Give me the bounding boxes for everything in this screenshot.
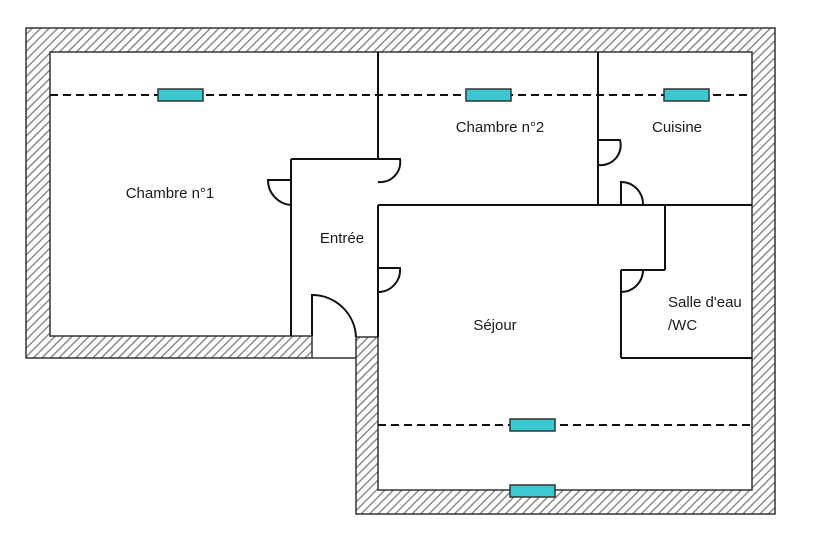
window-sejour-2: [509, 484, 556, 498]
door-cuisine: [597, 139, 622, 167]
door-sejour-entree: [377, 267, 402, 294]
door-cuisine-sejour: [620, 180, 645, 206]
dashed-lines: [50, 94, 752, 426]
label-salle-line2: /WC: [668, 317, 697, 334]
label-chambre1: Chambre n°1: [126, 185, 215, 202]
label-salle-line1: Salle d'eau: [668, 294, 742, 311]
door-chambre1: [266, 179, 292, 206]
door-entree: [311, 293, 357, 338]
label-entree: Entrée: [320, 230, 364, 247]
label-chambre2: Chambre n°2: [456, 119, 545, 136]
window-sejour-1: [509, 418, 556, 432]
window-chambre2: [465, 88, 512, 102]
window-cuisine: [663, 88, 710, 102]
door-salle: [620, 269, 644, 294]
label-cuisine: Cuisine: [652, 119, 702, 136]
door-chambre2: [377, 158, 402, 184]
window-chambre1: [157, 88, 204, 102]
windows: [157, 88, 710, 498]
doors: [266, 139, 645, 338]
label-sejour: Séjour: [473, 317, 516, 334]
